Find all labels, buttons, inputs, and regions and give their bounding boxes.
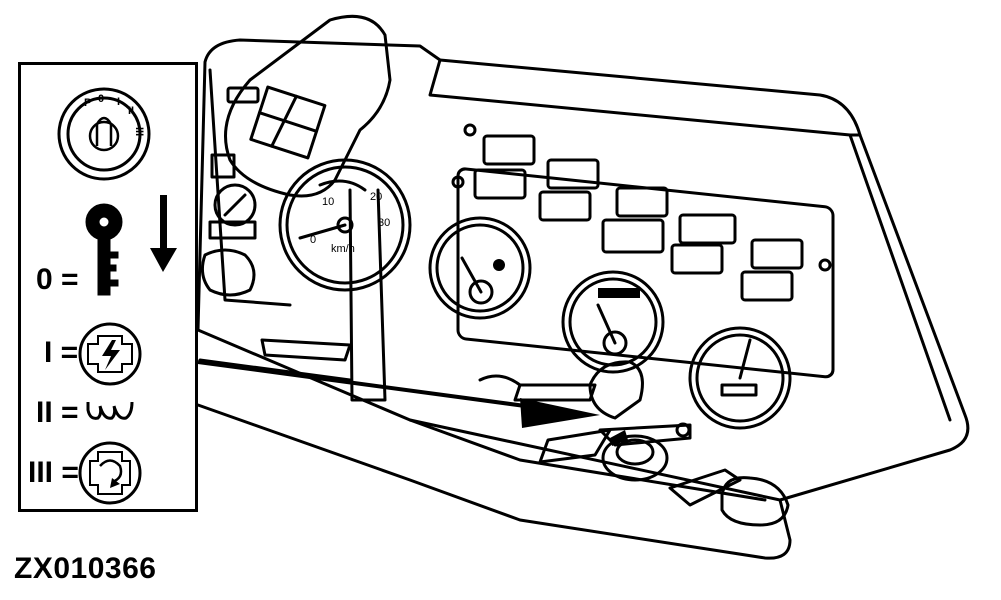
temp-gauge-band [598,288,640,298]
pedal-block [513,383,597,402]
shift-lever-handle [224,14,392,198]
callout-line [197,360,541,410]
tachometer-needle [738,338,752,380]
indicator-4 [538,190,592,222]
ignition-cover [588,360,644,420]
ignition-key [598,423,692,447]
indicator-7 [678,213,737,245]
ignition-key-head [610,430,628,446]
speedometer-tick-20: 20 [370,191,382,203]
indicator-screw-bl [451,175,465,189]
figure-id-label: ZX010366 [14,552,157,585]
indicator-1 [482,134,536,166]
console-right-edge [848,133,952,422]
legend-label-position-i: I = [44,336,79,369]
temp-gauge-needle [596,303,617,345]
speedometer-tick-30: 30 [378,217,390,229]
console-panel-lower [408,418,767,502]
console-top-edge [428,58,862,137]
left-knob-slot [223,193,247,217]
indicator-8 [670,243,724,275]
indicator-3 [473,168,527,200]
shift-lever-collar [318,179,367,192]
console-outline [196,38,970,560]
lower-knob [720,476,790,527]
switch-mark-p: P [84,97,91,109]
speedometer-hub [336,216,354,234]
fuel-gauge-lamp [493,259,505,271]
switch-mark-ii: II [128,105,134,117]
left-panel [208,68,292,307]
glow-plug-coil-icon [86,401,134,420]
fuel-gauge-needle [460,256,483,294]
ignition-switch-core [615,438,655,466]
legend-label-position-ii: II = [36,396,79,429]
indicator-2 [546,158,600,190]
fuel-gauge-bezel [435,223,525,313]
legend-label-position-iii: III = [28,456,79,489]
left-handwheel [200,248,256,297]
indicator-screw-tl [463,123,477,137]
handle-switch-divider [257,94,319,148]
floor-rail [198,358,352,382]
pedal-outline [478,374,522,387]
ignition-switch-face-icon [57,87,151,181]
hour-counter [720,383,758,397]
switch-mark-iii: III [133,127,145,136]
indicator-screw-r [818,258,832,272]
callout-arrowhead [520,398,600,428]
speedometer-tick-0: 0 [310,234,316,246]
lower-label-plate [668,468,742,507]
indicator-10 [740,270,794,302]
temp-gauge-hub [602,330,628,356]
speedometer-bezel [285,165,405,285]
indicator-6 [601,218,665,254]
down-arrow-icon [150,195,177,272]
tachometer-bezel [695,333,785,423]
ignition-key-ring [675,422,691,438]
ignition-switch-body [601,434,669,482]
legend-label-position-0: 0 = [36,263,79,296]
ignition-warning-plate [538,428,612,464]
left-knob [213,183,257,227]
speedometer-unit: km/h [331,243,355,255]
temp-gauge [561,270,665,374]
engine-lightning-icon [78,322,142,386]
speedometer-tick-10: 10 [322,196,334,208]
tachometer [688,326,792,430]
indicator-5 [615,186,669,218]
switch-mark-i: I [117,96,120,108]
indicator-9 [750,238,804,270]
floor-pedal [260,338,352,362]
fuel-gauge [428,216,532,320]
key-icon [85,203,123,296]
switch-mark-0: 0 [98,93,104,105]
shift-lever-shaft [348,188,387,402]
engine-start-rotate-icon [78,441,142,505]
fuel-gauge-hub [468,279,494,305]
left-switch-3 [208,220,257,240]
